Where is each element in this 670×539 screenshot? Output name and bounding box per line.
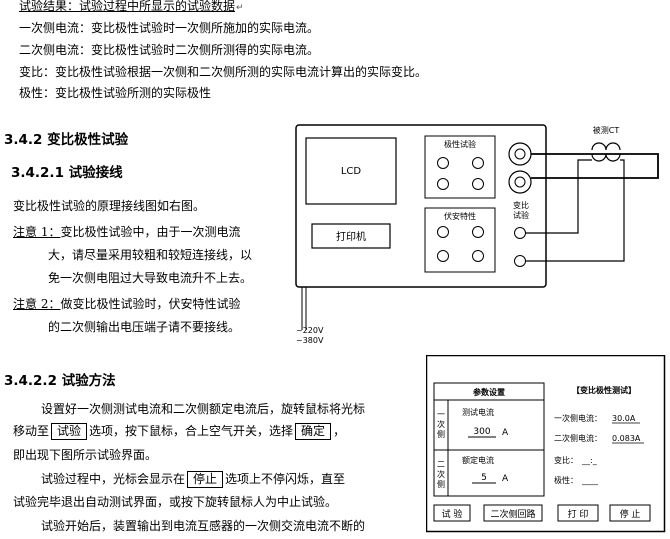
rated-current-label: 额定电流 (462, 455, 494, 465)
lcd-panel (305, 137, 397, 205)
note-1-line-3: 免一次侧电阻过大导致电流升不上去。 (48, 271, 253, 285)
secondary-loop-button-label[interactable]: 二次侧回路 (490, 508, 535, 520)
polarity-definition: 极性：变比极性试验所测的实际极性 (19, 86, 212, 100)
section-heading-342: 3.4.2 变比极性试验 (4, 132, 129, 148)
primary-current-definition: 一次侧电流：变比极性试验时一次侧所施加的实际电流。 (19, 21, 320, 35)
ratio-test-label-1: 变比 (513, 200, 529, 210)
test-button[interactable]: 试 验 (433, 504, 471, 522)
polarity-test-group (424, 135, 496, 199)
terminal (437, 226, 449, 238)
result-text: 试验过程中所显示的试验数据 (79, 0, 236, 13)
stop-button-frame[interactable] (609, 504, 651, 522)
result-ratio-label: 变比： (554, 455, 578, 465)
secondary-side-char: 次 (437, 469, 445, 479)
result-primary-value: 30.0A (612, 414, 636, 423)
parameter-title: 参数设置 (472, 387, 505, 397)
secondary-wire (525, 159, 625, 262)
secondary-loop-button[interactable]: 二次侧回路 (483, 504, 543, 522)
rated-current-unit: A (502, 474, 509, 484)
primary-wire (531, 153, 659, 179)
secondary-current-definition: 二次侧电流：变比极性试验时二次侧所测得的实际电流。 (19, 43, 320, 57)
ct-coil (591, 142, 621, 151)
print-button[interactable]: 打 印 (557, 504, 599, 522)
method-p1-line-2: 移动至试验选项，按下鼠标，合上空气开关，选择确定， (13, 423, 346, 440)
test-current-unit: A (502, 428, 509, 438)
terminal (437, 178, 449, 190)
result-label: 试验结果： (19, 0, 80, 13)
ct-label: 被测CT (593, 125, 620, 135)
result-title: 【变比极性测试】 (572, 385, 636, 395)
ratio-definition: 变比：变比极性试验根据一次侧和二次侧所测的实际电流计算出的实际变比。 (19, 65, 428, 79)
method-p1-line-1: 设置好一次侧测试电流和二次侧额定电流后，旋转鼠标将光标 (41, 402, 366, 416)
test-option-box: 试验 (51, 423, 88, 440)
test-current-value[interactable]: 300 (473, 427, 490, 437)
secondary-side-char: 侧 (437, 479, 445, 489)
printer-panel (311, 223, 391, 249)
method-p2-line-2: 试验完毕退出自动测试界面，或按下旋转鼠标人为中止试验。 (13, 495, 338, 509)
result-secondary-label: 二次侧电流： (554, 433, 602, 443)
stop-button[interactable]: 停 止 (609, 504, 651, 522)
terminal-inner (514, 176, 526, 188)
print-button-frame[interactable] (557, 504, 599, 522)
primary-side-char: 一 (437, 410, 445, 419)
stop-button-label[interactable]: 停 止 (620, 508, 641, 520)
va-characteristic-group (424, 207, 496, 273)
confirm-option-box: 确定 (295, 423, 332, 440)
note-2-line-1: 注意 2：做变比极性试验时，伏安特性试验 (13, 297, 241, 311)
note-1-label: 注意 1： (13, 225, 61, 239)
ct-coil (591, 153, 621, 162)
note-1-line-1: 注意 1：变比极性试验中，由于一次测电流 (13, 225, 241, 239)
terminal-inner (514, 148, 526, 160)
terminal (437, 157, 449, 169)
power-label-1: ~220V (296, 326, 324, 335)
result-ratio-value: __:_ (581, 456, 598, 465)
terminal (472, 250, 484, 262)
secondary-input-terminal (514, 255, 526, 267)
rated-current-value[interactable]: 5 (481, 473, 487, 483)
result-polarity-value: ____ (581, 476, 599, 485)
test-button-label[interactable]: 试 验 (442, 508, 463, 520)
result-primary-label: 一次侧电流： (554, 413, 602, 423)
parameter-panel (433, 382, 545, 497)
method-p3-line-1: 试验开始后，装置输出到电流互感器的一次侧交流电流不断的 (41, 519, 366, 533)
wiring-intro: 变比极性试验的原理接线图如右图。 (13, 199, 206, 213)
power-label-2: ~380V (296, 336, 324, 345)
result-definition: 试验结果：试验过程中所显示的试验数据↵ (19, 0, 244, 13)
wiring-diagram: LCD 打印机 极性试验 伏安特性 变比 试验 被测CT ~220V ~380V (295, 124, 659, 345)
secondary-wire (525, 159, 592, 234)
terminal (437, 250, 449, 262)
primary-side-char: 次 (437, 419, 445, 429)
note-2-line-2: 的二次侧输出电压端子请不要接线。 (48, 320, 241, 334)
secondary-loop-button-frame[interactable] (483, 504, 543, 522)
secondary-side-char: 二 (437, 460, 445, 469)
stop-option-box: 停止 (187, 471, 224, 488)
note-1-line-2: 大，请尽量采用较粗和较短连接线，以 (48, 248, 253, 262)
ratio-test-label-2: 试验 (513, 210, 529, 220)
test-screen: 参数设置 一 次 侧 二 次 侧 测试电流 300 A 额定电流 5 A 【变比… (426, 355, 666, 533)
printer-label: 打印机 (336, 230, 366, 243)
polarity-test-label: 极性试验 (444, 139, 476, 149)
note-2-label: 注意 2： (13, 297, 61, 311)
secondary-input-terminal (514, 227, 526, 239)
method-p2-line-1: 试验过程中，光标会显示在停止选项上不停闪烁，直至 (41, 471, 346, 488)
terminal (472, 157, 484, 169)
result-secondary-value: 0.083A (612, 434, 641, 443)
section-heading-3421: 3.4.2.1 试验接线 (11, 165, 123, 181)
lcd-label: LCD (341, 166, 362, 177)
method-p1-line-3: 即出现下图所示试验界面。 (13, 448, 158, 462)
terminal (472, 226, 484, 238)
terminal (472, 178, 484, 190)
primary-side-char: 侧 (437, 429, 445, 439)
test-button-frame[interactable] (433, 504, 471, 522)
section-heading-3422: 3.4.2.2 试验方法 (4, 373, 116, 389)
print-button-label[interactable]: 打 印 (568, 508, 589, 520)
va-characteristic-label: 伏安特性 (444, 211, 476, 221)
result-polarity-label: 极性： (554, 475, 578, 485)
test-current-label: 测试电流 (462, 407, 494, 417)
